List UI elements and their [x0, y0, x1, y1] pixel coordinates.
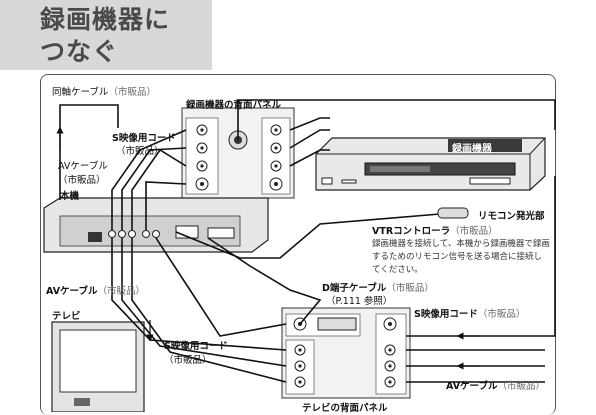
- page-title-line2: つなぐ: [40, 37, 119, 66]
- tv-rear-panel: [281, 307, 411, 399]
- vtr-controller-device: [437, 207, 469, 219]
- title-background: [0, 0, 212, 70]
- s-video-cord-left-label: S映像用コード: [164, 341, 228, 352]
- d-terminal-ref: （P.111 参照）: [326, 296, 393, 307]
- s-video-cord-label: S映像用コード: [112, 133, 176, 144]
- main-unit: [43, 197, 269, 253]
- av-cable-right-label: AVケーブル（市販品）: [446, 381, 546, 392]
- recorder-label: 録画機器: [452, 144, 492, 155]
- flow-arrows: [56, 126, 480, 370]
- rear-panel-tv-label: テレビの背面パネル: [302, 403, 388, 414]
- rear-panel-recorder-label: 録画機器の背面パネル: [186, 100, 282, 111]
- page-title: 録画機器に つなぐ: [40, 4, 170, 68]
- remote-emitter-label: リモコン発光部: [478, 211, 545, 222]
- vtr-controller-label: VTRコントローラ（市販品）: [372, 226, 498, 237]
- av-cable-left-label: AVケーブル（市販品）: [46, 286, 146, 297]
- s-video-cord-right-label: S映像用コード（市販品）: [414, 309, 526, 320]
- coax-label: 同軸ケーブル（市販品）: [52, 87, 156, 98]
- av-cable-note: （市販品）: [58, 175, 106, 186]
- recorder-device: [315, 137, 546, 191]
- av-cable-label: AVケーブル: [58, 161, 108, 172]
- page-title-line1: 録画機器に: [40, 5, 171, 34]
- s-video-cord-note: （市販品）: [116, 146, 164, 157]
- tv-label: テレビ: [52, 311, 81, 322]
- d-terminal-label: D端子ケーブル（市販品）: [322, 283, 434, 294]
- tv-illustration: [51, 321, 145, 412]
- s-video-cord-left-note: （市販品）: [164, 355, 212, 366]
- cables: [59, 99, 556, 383]
- vtr-description: 録画機器を接続して、本機から録画機器で録画するためのリモコン信号を送る場合に接続…: [372, 239, 550, 275]
- main-unit-label: 本機: [60, 191, 80, 202]
